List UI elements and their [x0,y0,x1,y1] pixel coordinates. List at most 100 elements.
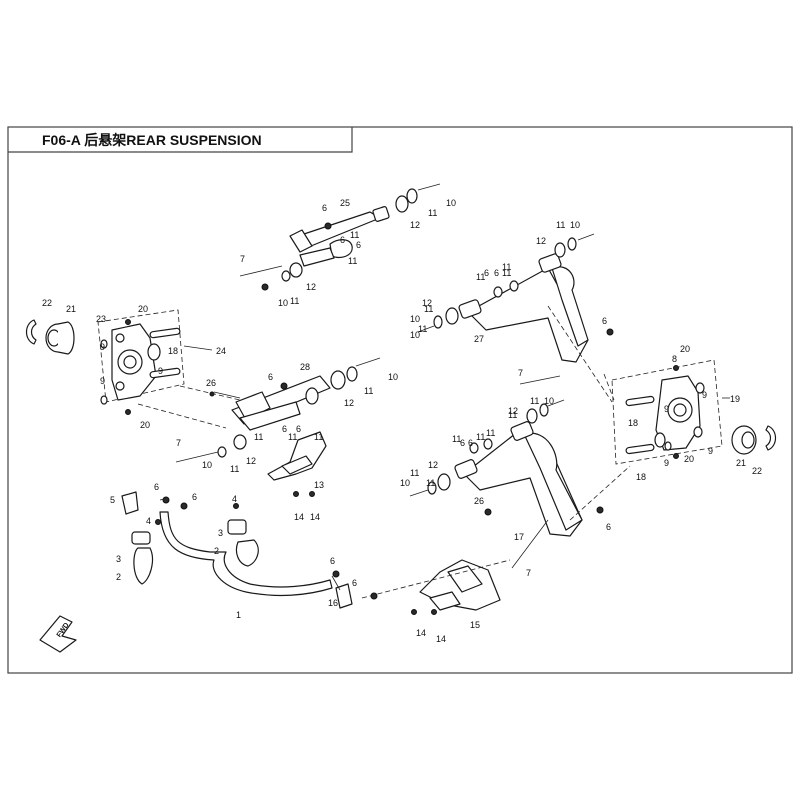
callout-11: 11 [426,478,435,488]
callout-11: 11 [418,324,427,334]
callout-10: 10 [410,330,420,340]
callout-5: 5 [110,495,115,505]
callout-3: 3 [116,554,121,564]
forward-arrow-icon: FWD [39,615,77,653]
assembly-line-d [569,465,631,521]
callout-12: 12 [508,406,518,416]
callout-6: 6 [602,316,607,326]
title-block [8,127,353,153]
callout-2: 2 [116,572,121,582]
callout-21: 21 [66,304,76,314]
callout-10: 10 [446,198,456,208]
callout-4: 4 [232,494,237,504]
upper-link-25 [239,183,441,291]
callout-16: 16 [328,598,338,608]
callout-11: 11 [486,428,495,438]
callout-11: 11 [502,268,511,278]
callout-21: 21 [736,458,746,468]
callout-10: 10 [388,372,398,382]
callout-6: 6 [484,268,489,278]
callout-11: 11 [452,434,461,444]
assembly-line-c [547,305,613,403]
callout-20: 20 [140,420,150,430]
callout-28: 28 [300,362,310,372]
callout-6: 6 [494,268,499,278]
callout-11: 11 [348,256,357,266]
callout-7: 7 [240,254,245,264]
callout-23: 23 [96,314,106,324]
callout-11: 11 [502,262,511,272]
callout-11: 11 [290,296,299,306]
callout-26: 26 [474,496,484,506]
lower-a-arm-17 [409,399,604,569]
callout-12: 12 [422,298,432,308]
callout-6: 6 [340,235,345,245]
callout-18: 18 [636,472,646,482]
callout-6: 6 [356,240,361,250]
callout-14: 14 [416,628,426,638]
callout-6: 6 [154,482,159,492]
callout-20: 20 [680,344,690,354]
assembly-line-f [361,559,511,599]
callout-10: 10 [570,220,580,230]
callout-10: 10 [400,478,410,488]
callout-9: 9 [100,376,105,386]
stabilizer-bar-1 [121,491,378,609]
left-hub-carrier-24 [97,309,213,415]
callout-11: 11 [530,396,539,406]
assembly-line-g [603,373,615,401]
callout-14: 14 [436,634,446,644]
callout-6: 6 [322,203,327,213]
callout-11: 11 [476,272,485,282]
callout-12: 12 [536,236,546,246]
callout-11: 11 [428,208,437,218]
callout-10: 10 [278,298,288,308]
callout-6: 6 [352,578,357,588]
callout-13: 13 [314,480,324,490]
callout-20: 20 [684,454,694,464]
callout-11: 11 [254,432,263,442]
callout-6: 6 [468,438,473,448]
callout-9: 9 [664,404,669,414]
callout-3: 3 [218,528,223,538]
callout-9: 9 [100,342,105,352]
callout-24: 24 [216,346,226,356]
callout-11: 11 [410,468,419,478]
callout-19: 19 [730,394,740,404]
callout-4: 4 [146,516,151,526]
callout-12: 12 [344,398,354,408]
callout-22: 22 [752,466,762,476]
left-bearing-21 [45,321,75,355]
callout-12: 12 [428,460,438,470]
skid-plate-13 [267,431,327,497]
assembly-line-e [159,497,169,501]
callout-10: 10 [544,396,554,406]
callout-12: 12 [410,220,420,230]
callout-7: 7 [176,438,181,448]
callout-11: 11 [230,464,239,474]
callout-11: 11 [508,410,517,420]
callout-18: 18 [168,346,178,356]
callout-12: 12 [306,282,316,292]
callout-27: 27 [474,334,484,344]
callout-11: 11 [476,432,485,442]
callout-6: 6 [606,522,611,532]
callout-6: 6 [330,556,335,566]
callout-18: 18 [628,418,638,428]
right-bearing-21 [731,425,757,455]
callout-6: 6 [268,372,273,382]
callout-25: 25 [340,198,350,208]
diagram-title: F06-A 后悬架REAR SUSPENSION [42,132,262,148]
upper-a-arm-27 [417,233,614,385]
callout-9: 9 [702,390,707,400]
callout-12: 12 [246,456,256,466]
callout-8: 8 [672,354,677,364]
callout-11: 11 [556,220,565,230]
callout-11: 11 [350,230,359,240]
callout-17: 17 [514,532,524,542]
callout-9: 9 [664,458,669,468]
skid-plate-15 [411,559,501,615]
callout-6: 6 [192,492,197,502]
callout-15: 15 [470,620,480,630]
assembly-line-a [179,385,241,401]
